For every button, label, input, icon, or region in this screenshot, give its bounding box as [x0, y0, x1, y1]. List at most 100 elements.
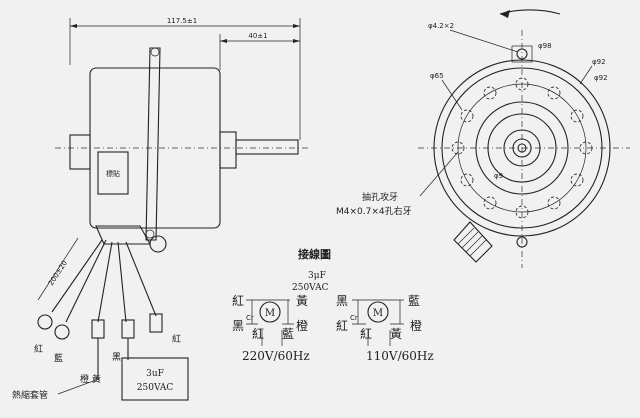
- capacitor-value: 3μF: [308, 271, 326, 281]
- vent-hole: [570, 109, 584, 123]
- bracket-hole: [145, 229, 155, 239]
- vent-hole: [547, 196, 561, 210]
- bolt-circle: [457, 83, 587, 213]
- w220-right-top: 黃: [296, 294, 308, 308]
- spade-terminal-icon: [121, 319, 135, 339]
- leader-line: [579, 65, 593, 85]
- wire-blue: [65, 239, 107, 323]
- rear-boss: [69, 134, 91, 170]
- leader-line: [419, 151, 459, 197]
- w110-circuit: [352, 299, 404, 346]
- hub-ring: [475, 101, 569, 195]
- capacitor-box: [121, 357, 189, 401]
- w110-right-bottom: 橙: [410, 318, 422, 333]
- vent-hole: [515, 205, 529, 219]
- w110-under-right: 黃: [390, 327, 402, 341]
- w110-under-left: 紅: [360, 327, 372, 341]
- flange-ring: [441, 67, 603, 229]
- ring-terminal-icon: [54, 324, 70, 340]
- label-plate-text: 標貼: [106, 169, 120, 178]
- wiring-diagram-220v: 紅 黑 黃 橙 Cr M 紅 藍 220V/60Hz: [232, 294, 310, 363]
- label-orange-yellow: 橙 黃: [80, 373, 101, 385]
- w220-circuit: [246, 299, 294, 346]
- ground-screw: [149, 235, 167, 253]
- dim-shaft-dia: φ9: [494, 172, 503, 180]
- dim-shaft-length: 40±1: [248, 32, 267, 40]
- w110-right-top: 藍: [408, 294, 420, 308]
- front-boss: [219, 131, 237, 169]
- arrow-icon: [293, 24, 300, 28]
- leader-line: [57, 379, 97, 395]
- w110-left-top: 黑: [336, 294, 348, 308]
- dim-lead-length: 200±20: [47, 259, 69, 287]
- label-red-left: 紅: [34, 344, 43, 355]
- vent-hole: [547, 86, 561, 100]
- vent-hole: [570, 173, 584, 187]
- w110-left-bottom: 紅: [336, 319, 348, 333]
- capacitor-voltage: 250VAC: [292, 283, 329, 293]
- bearing-boss: [503, 129, 541, 167]
- vent-hole: [515, 77, 529, 91]
- dim-98: φ98: [538, 42, 552, 50]
- ring-terminal-icon: [37, 314, 53, 330]
- label-blue: 藍: [54, 352, 63, 364]
- mount-hole: [516, 236, 528, 248]
- w110-motor: M: [373, 308, 383, 319]
- wiring-diagram-110v: 黑 紅 藍 橙 Cr M 紅 黃 110V/60Hz: [336, 294, 434, 363]
- w220-voltage: 220V/60Hz: [242, 349, 310, 363]
- cable-exit: [453, 221, 493, 263]
- arrow-icon: [220, 39, 227, 43]
- label-black: 黑: [112, 352, 121, 363]
- wire-orange: [97, 241, 113, 323]
- vent-hole: [483, 86, 497, 100]
- leader-line: [449, 29, 519, 53]
- capacitor-box-voltage: 250VAC: [137, 383, 174, 393]
- wiring-title: 接線圖: [298, 247, 331, 261]
- front-view: φ4.2×2 φ98 φ92 φ92 φ65 φ9 抽孔攻牙 M4×0.7×4孔…: [336, 9, 630, 268]
- rotation-arrow-icon: [500, 10, 510, 18]
- arrow-icon: [70, 24, 77, 28]
- wire-red-left: [51, 239, 103, 313]
- label-heat-sleeve: 熱縮套管: [12, 389, 48, 401]
- w220-left-top: 紅: [232, 294, 244, 308]
- dim-65: φ65: [430, 72, 444, 80]
- motor-symbol-icon: [259, 301, 281, 323]
- dim-mount-hole: φ4.2×2: [428, 22, 454, 30]
- arrow-icon: [293, 39, 300, 43]
- w220-under-left: 紅: [252, 327, 264, 341]
- label-red-right: 紅: [172, 334, 181, 345]
- mount-hole: [516, 48, 528, 60]
- thread-note-line2: M4×0.7×4孔右牙: [336, 205, 412, 217]
- mounting-bracket: [145, 47, 161, 241]
- vent-hole: [483, 196, 497, 210]
- w220-right-bottom: 橙: [296, 318, 308, 333]
- dim-92b: φ92: [594, 74, 608, 82]
- dim-line-lead: [37, 237, 79, 301]
- w110-cap-label: Cr: [350, 314, 358, 322]
- w220-cap-label: Cr: [246, 314, 254, 322]
- vent-hole: [460, 173, 474, 187]
- capacitor-box-value: 3uF: [146, 369, 164, 379]
- wire-red-right: [125, 241, 157, 317]
- shaft-center: [517, 143, 527, 153]
- dim-92: φ92: [592, 58, 606, 66]
- vent-hole: [460, 109, 474, 123]
- wire-black: [117, 241, 127, 323]
- side-view: 117.5±1 40±1 標貼 200±20: [12, 17, 308, 401]
- w220-motor: M: [265, 308, 275, 319]
- thread-note-line1: 抽孔攻牙: [362, 191, 398, 203]
- spade-terminal-icon: [149, 313, 163, 333]
- w220-left-bottom: 黑: [232, 319, 244, 333]
- bracket-hole: [150, 47, 160, 57]
- motor-symbol-icon: [367, 301, 389, 323]
- wiring-section: 接線圖 3μF 250VAC 紅 黑 黃 橙 Cr M 紅 藍 220V/60H…: [232, 247, 434, 363]
- spade-terminal-icon: [91, 319, 105, 339]
- wire-outlet: [95, 225, 151, 245]
- leader-line: [441, 79, 463, 111]
- shaft-end: [512, 138, 532, 158]
- vent-hole: [579, 141, 593, 155]
- dim-overall-length: 117.5±1: [167, 17, 197, 25]
- outer-flange: [433, 59, 611, 237]
